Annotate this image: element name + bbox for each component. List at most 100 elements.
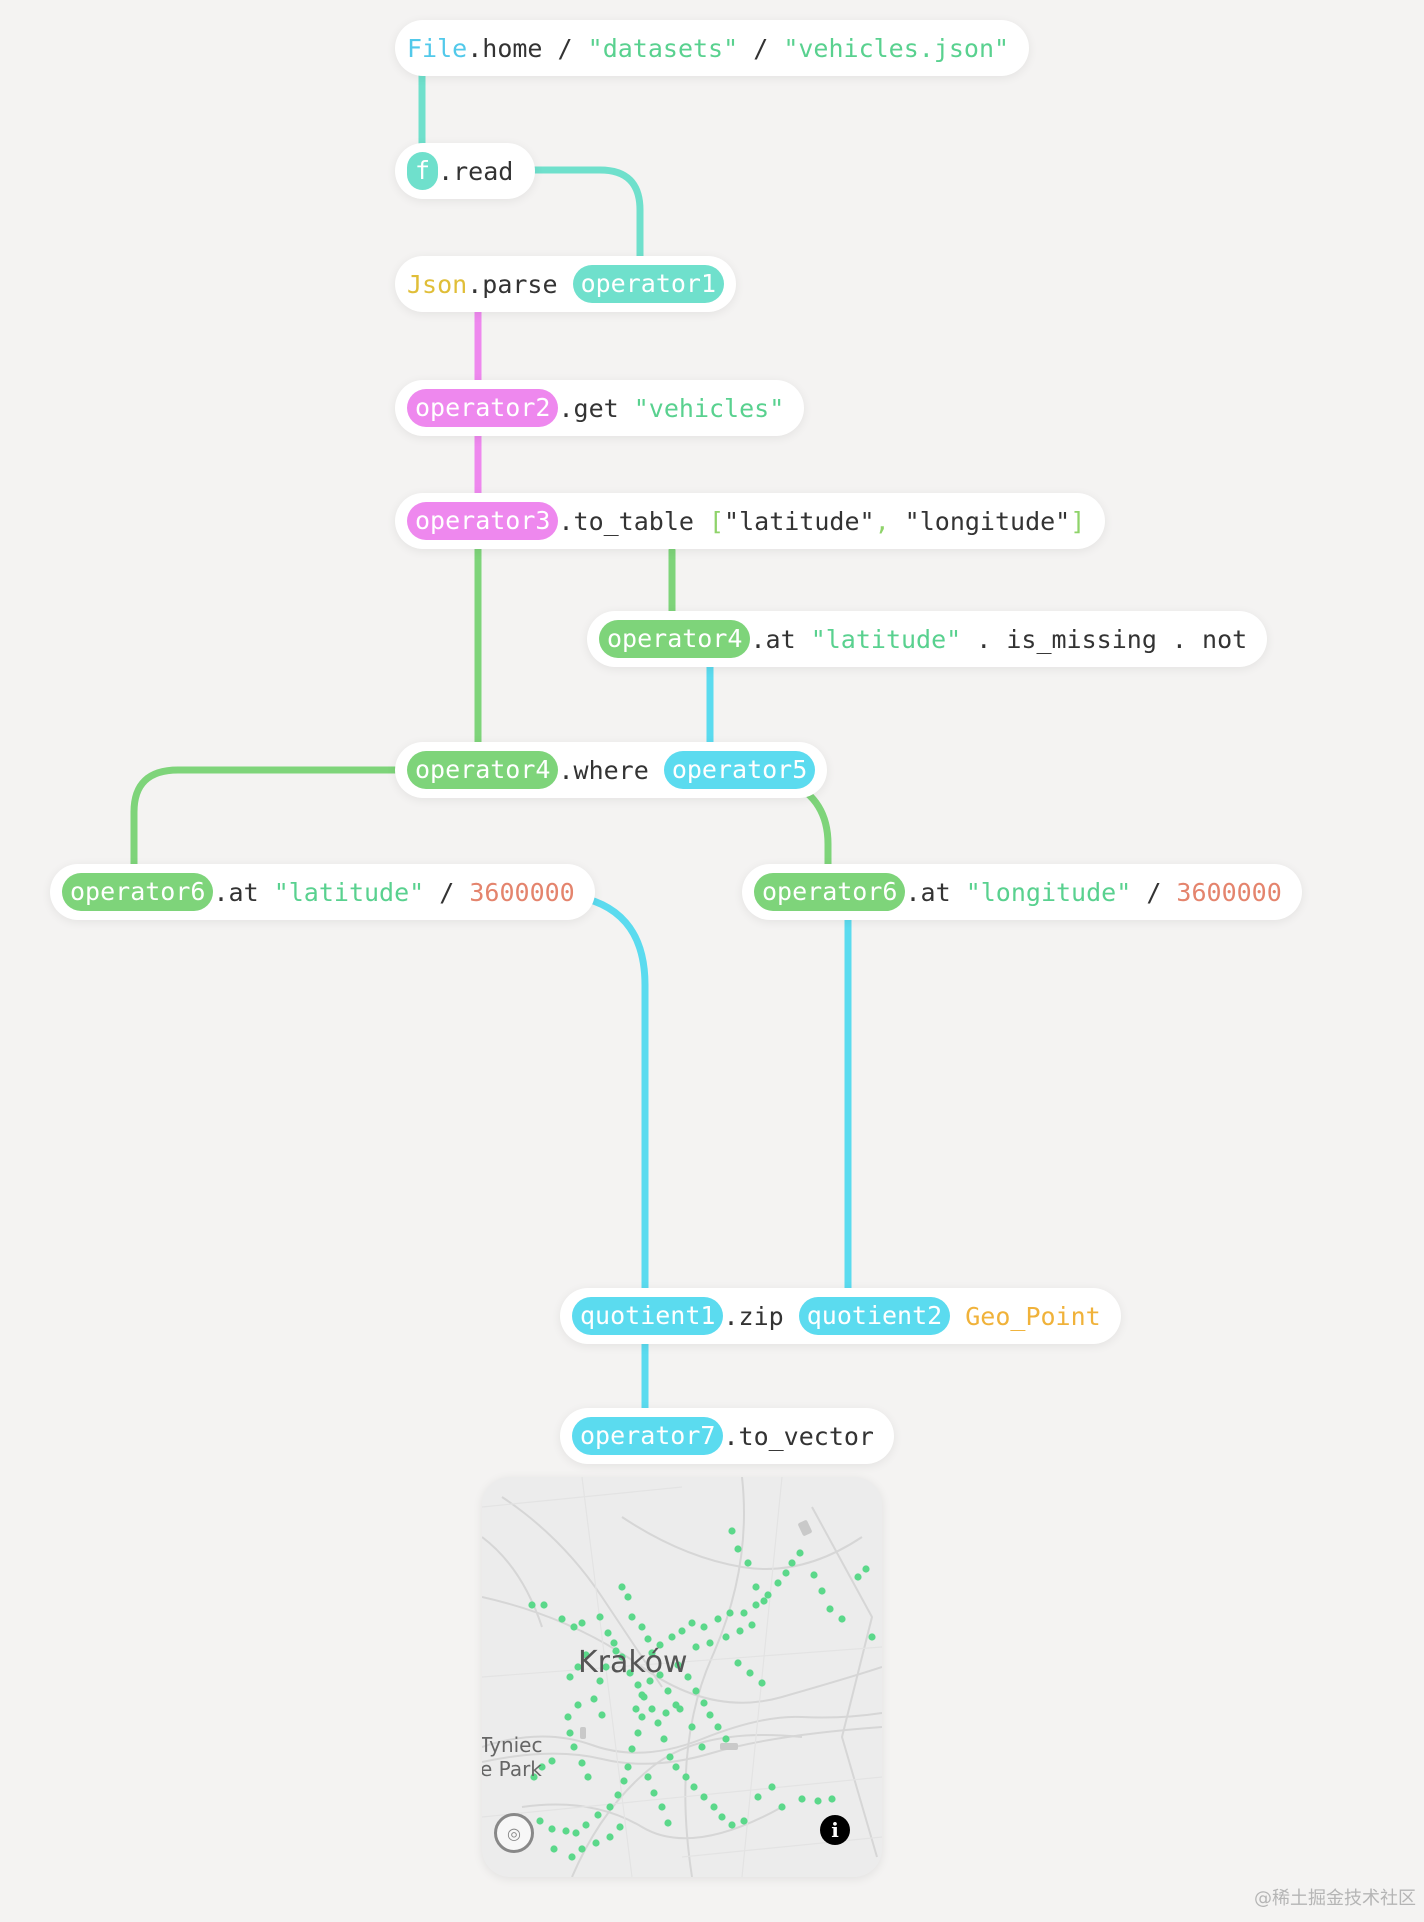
operand-pill[interactable]: operator3 bbox=[407, 502, 559, 540]
vehicle-point bbox=[764, 1591, 772, 1599]
vehicle-point bbox=[728, 1527, 736, 1535]
info-icon[interactable]: i bbox=[820, 1815, 850, 1845]
vehicle-point bbox=[562, 1827, 570, 1835]
vehicle-point bbox=[596, 1613, 604, 1621]
code-token: 3600000 bbox=[1176, 877, 1282, 907]
vehicle-point bbox=[528, 1601, 536, 1609]
code-token: "vehicles.json" bbox=[783, 33, 1010, 63]
node-get-vehicles[interactable]: operator2.get "vehicles" bbox=[395, 380, 805, 436]
operand-pill[interactable]: operator6 bbox=[754, 873, 906, 911]
vehicle-point bbox=[606, 1833, 614, 1841]
code-token: .to_table bbox=[558, 506, 709, 536]
vehicle-point bbox=[706, 1639, 714, 1647]
code-token: . is_missing . not bbox=[961, 624, 1248, 654]
code-token: .to_vector bbox=[723, 1421, 874, 1451]
vehicle-point bbox=[646, 1677, 654, 1685]
map-canvas bbox=[482, 1477, 882, 1877]
vehicle-point bbox=[590, 1695, 598, 1703]
node-to-vector[interactable]: operator7.to_vector bbox=[560, 1408, 894, 1464]
vehicle-point bbox=[758, 1679, 766, 1687]
operand-pill[interactable]: quotient2 bbox=[798, 1297, 951, 1335]
code-token: / bbox=[738, 33, 784, 63]
node-json-parse[interactable]: Json.parse operator1 bbox=[395, 256, 737, 312]
code-token: .parse bbox=[467, 269, 573, 299]
code-token: "longitude" bbox=[904, 506, 1071, 536]
vehicle-point bbox=[692, 1643, 700, 1651]
vehicle-point bbox=[578, 1759, 586, 1767]
vehicle-point bbox=[838, 1615, 846, 1623]
edge-where-to-latitude bbox=[130, 766, 404, 876]
code-token: .home / bbox=[467, 33, 588, 63]
vehicle-point bbox=[606, 1803, 614, 1811]
vehicle-point bbox=[624, 1593, 632, 1601]
operand-pill[interactable]: operator6 bbox=[62, 873, 214, 911]
vehicle-point bbox=[602, 1663, 610, 1671]
vehicle-point bbox=[570, 1623, 578, 1631]
vehicle-point bbox=[548, 1757, 556, 1765]
vehicle-point bbox=[574, 1663, 582, 1671]
vehicle-point bbox=[862, 1565, 870, 1573]
vehicle-point bbox=[672, 1763, 680, 1771]
node-where[interactable]: operator4.where operator5 bbox=[395, 742, 828, 798]
vehicle-point bbox=[798, 1795, 806, 1803]
vehicle-point bbox=[810, 1571, 818, 1579]
node-longitude-divide[interactable]: operator6.at "longitude" / 3600000 bbox=[742, 864, 1302, 920]
map-place-label: Tyniec bbox=[482, 1733, 543, 1757]
vehicle-point bbox=[592, 1839, 600, 1847]
vehicle-point bbox=[650, 1789, 658, 1797]
code-token: [ bbox=[708, 506, 725, 536]
vehicle-point bbox=[826, 1605, 834, 1613]
vehicle-point bbox=[596, 1677, 604, 1685]
code-token: .read bbox=[438, 156, 514, 186]
vehicle-point bbox=[638, 1623, 646, 1631]
operand-pill[interactable]: quotient1 bbox=[572, 1297, 724, 1335]
vehicle-point bbox=[728, 1821, 736, 1829]
vehicle-point bbox=[582, 1821, 590, 1829]
operand-pill[interactable]: operator4 bbox=[407, 751, 559, 789]
vehicle-point bbox=[706, 1711, 714, 1719]
vehicle-point bbox=[740, 1817, 748, 1825]
node-is-missing[interactable]: operator4.at "latitude" . is_missing . n… bbox=[587, 611, 1268, 667]
vehicle-point bbox=[548, 1825, 556, 1833]
map-visualization[interactable]: Kraków Tyniec e Park ◎ i bbox=[482, 1477, 882, 1877]
vehicle-point bbox=[612, 1647, 620, 1655]
vehicle-point bbox=[570, 1743, 578, 1751]
vehicle-point bbox=[660, 1735, 668, 1743]
node-read[interactable]: f.read bbox=[395, 143, 536, 199]
operand-pill[interactable]: operator7 bbox=[572, 1417, 724, 1455]
vehicle-point bbox=[796, 1549, 804, 1557]
operand-pill[interactable]: operator2 bbox=[407, 389, 559, 427]
node-zip[interactable]: quotient1.zip quotient2 Geo_Point bbox=[560, 1288, 1121, 1344]
code-token: / bbox=[424, 877, 470, 907]
vehicle-point bbox=[594, 1811, 602, 1819]
operand-pill[interactable]: f bbox=[407, 152, 439, 190]
code-token: 3600000 bbox=[469, 877, 575, 907]
vehicle-point bbox=[564, 1713, 572, 1721]
vehicle-point bbox=[734, 1545, 742, 1553]
node-file-home[interactable]: File.home / "datasets" / "vehicles.json" bbox=[395, 20, 1030, 76]
vehicle-point bbox=[710, 1803, 718, 1811]
vehicle-point bbox=[634, 1681, 642, 1689]
code-token: Json bbox=[407, 269, 468, 299]
vehicle-point bbox=[668, 1633, 676, 1641]
vehicle-point bbox=[690, 1783, 698, 1791]
vehicle-point bbox=[620, 1777, 628, 1785]
vehicle-point bbox=[692, 1687, 700, 1695]
operand-pill[interactable]: operator1 bbox=[572, 265, 725, 303]
vehicle-point bbox=[760, 1597, 768, 1605]
vehicle-point bbox=[684, 1673, 692, 1681]
code-token: Geo_Point bbox=[950, 1301, 1101, 1331]
operand-pill[interactable]: operator4 bbox=[599, 620, 751, 658]
node-to-table[interactable]: operator3.to_table ["latitude", "longitu… bbox=[395, 493, 1106, 549]
node-latitude-divide[interactable]: operator6.at "latitude" / 3600000 bbox=[50, 864, 595, 920]
operand-pill[interactable]: operator5 bbox=[663, 751, 816, 789]
vehicle-point bbox=[648, 1649, 656, 1657]
vehicle-point bbox=[714, 1615, 722, 1623]
compass-icon[interactable]: ◎ bbox=[494, 1813, 534, 1853]
vehicle-point bbox=[618, 1583, 626, 1591]
vehicle-point bbox=[674, 1661, 682, 1669]
vehicle-point bbox=[682, 1773, 690, 1781]
vehicle-point bbox=[628, 1613, 636, 1621]
code-token: "latitude" bbox=[724, 506, 875, 536]
vehicle-point bbox=[688, 1619, 696, 1627]
